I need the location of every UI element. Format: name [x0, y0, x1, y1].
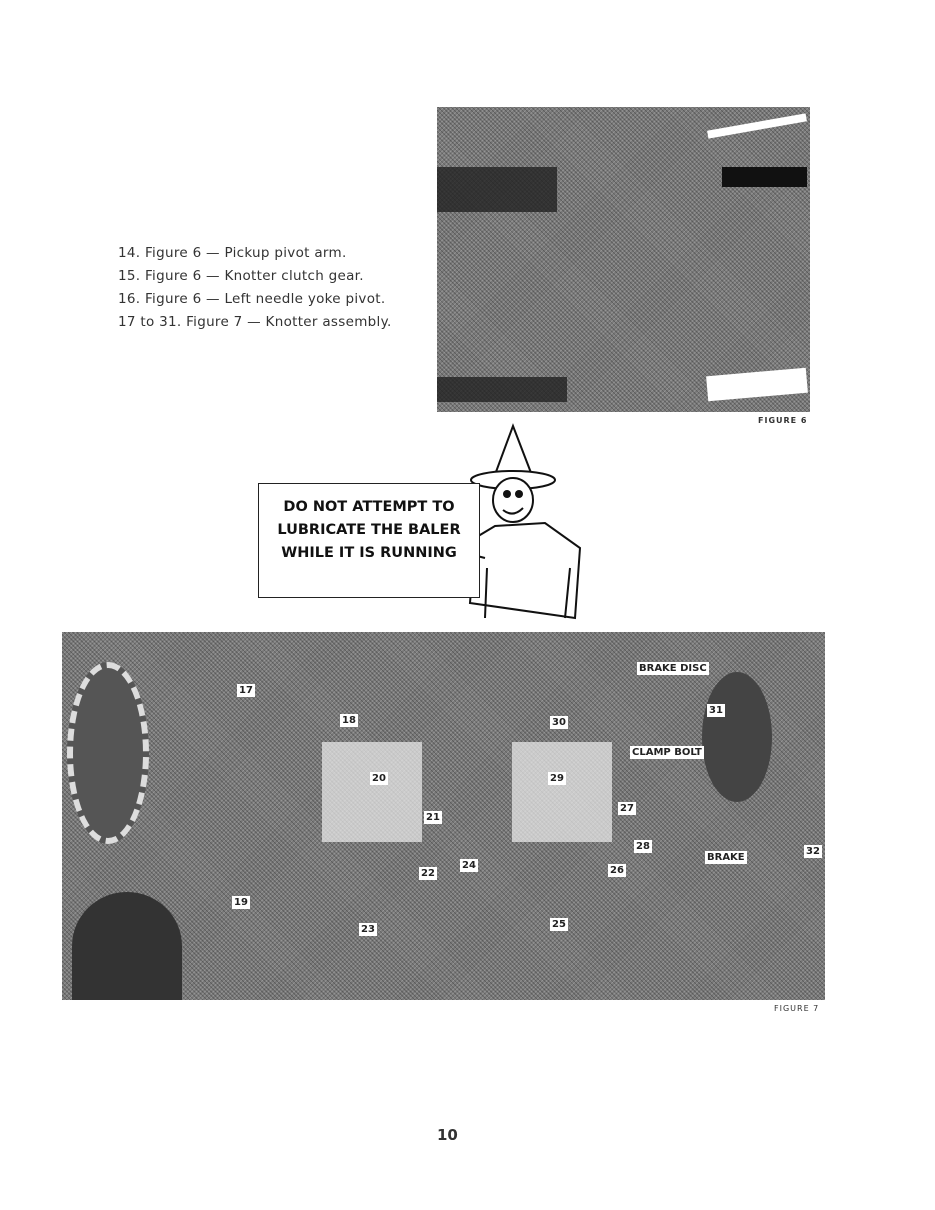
- callout-23: 23: [359, 923, 377, 936]
- cartoon-man-illustration: [463, 423, 582, 620]
- page-number: 10: [437, 1126, 458, 1144]
- figure-6-photo: [437, 107, 810, 412]
- warning-line: WHILE IT IS RUNNING: [281, 545, 457, 561]
- callout-18: 18: [340, 714, 358, 727]
- callout-31: 31: [707, 704, 725, 717]
- callout-21: 21: [424, 811, 442, 824]
- warning-line: DO NOT ATTEMPT TO: [283, 499, 455, 515]
- figure-7-knotter-photo: 17 18 30 20 29 21 27 22 24 28 26 19 23 2…: [62, 632, 825, 1000]
- callout-29: 29: [548, 772, 566, 785]
- list-item: 15. Figure 6 — Knotter clutch gear.: [118, 268, 364, 284]
- callout-26: 26: [608, 864, 626, 877]
- figure-7-caption: FIGURE 7: [774, 1004, 820, 1013]
- safety-warning-poster: DO NOT ATTEMPT TO LUBRICATE THE BALER WH…: [258, 483, 480, 598]
- callout-20: 20: [370, 772, 388, 785]
- figure-6-caption: FIGURE 6: [758, 416, 808, 425]
- callout-17: 17: [237, 684, 255, 697]
- list-item: 14. Figure 6 — Pickup pivot arm.: [118, 245, 347, 261]
- callout-30: 30: [550, 716, 568, 729]
- callout-25: 25: [550, 918, 568, 931]
- callout-27: 27: [618, 802, 636, 815]
- label-clamp-bolt: CLAMP BOLT: [630, 746, 704, 759]
- label-brake-disc: BRAKE DISC: [637, 662, 709, 675]
- callout-28: 28: [634, 840, 652, 853]
- label-brake: BRAKE: [705, 851, 747, 864]
- list-item: 17 to 31. Figure 7 — Knotter assembly.: [118, 314, 392, 330]
- callout-32: 32: [804, 845, 822, 858]
- list-item: 16. Figure 6 — Left needle yoke pivot.: [118, 291, 386, 307]
- callout-24: 24: [460, 859, 478, 872]
- callout-22: 22: [419, 867, 437, 880]
- lubrication-point-list: 14. Figure 6 — Pickup pivot arm. 15. Fig…: [118, 242, 392, 334]
- warning-line: LUBRICATE THE BALER: [277, 522, 461, 538]
- callout-19: 19: [232, 896, 250, 909]
